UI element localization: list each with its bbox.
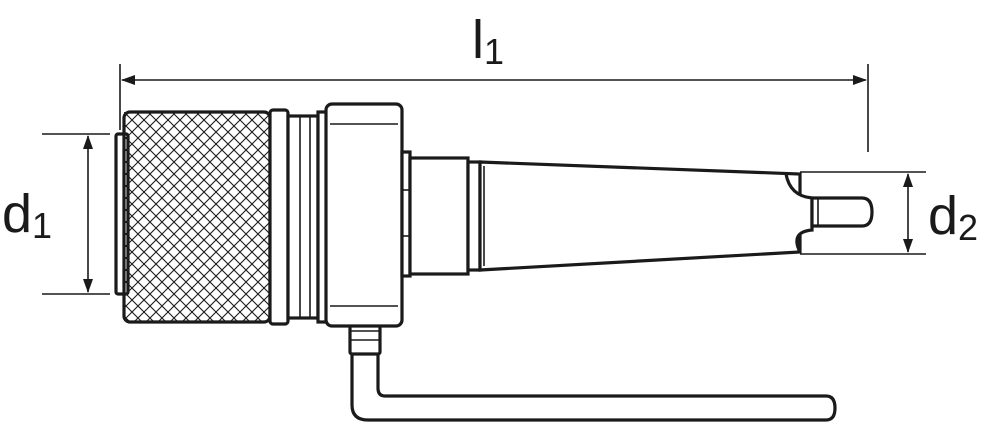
tool-body xyxy=(114,102,874,422)
dimension-d1: d1 xyxy=(2,133,110,295)
lever-key xyxy=(350,348,837,422)
label-l1: l1 xyxy=(472,10,504,72)
shank-cylinder xyxy=(408,156,470,276)
taper-tang xyxy=(810,196,874,228)
label-d1: d1 xyxy=(2,184,52,246)
knurled-sleeve xyxy=(122,110,272,324)
shank-ring xyxy=(466,160,482,272)
dimension-d2: d2 xyxy=(800,171,978,255)
dimension-l1: l1 xyxy=(119,10,869,152)
label-d2: d2 xyxy=(928,186,978,248)
morse-taper xyxy=(478,160,802,272)
ring-groove xyxy=(268,108,330,326)
adapter-collar xyxy=(324,102,404,328)
